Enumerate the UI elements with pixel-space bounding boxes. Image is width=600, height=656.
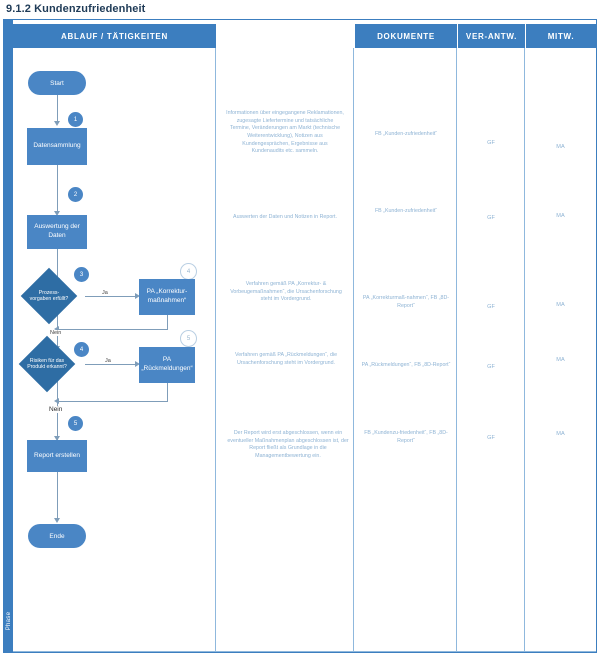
column-header-ablauf: ABLAUF / TÄTIGKEITEN: [13, 24, 216, 48]
connector-report-to-ende: [57, 472, 58, 520]
decision-label: Prozess-vorgaben erfüllt?: [29, 289, 69, 303]
edge-label-decision1-yes: Nein: [49, 330, 63, 336]
phase-strip: Phase: [4, 20, 13, 652]
connector-korrektur-return: [58, 329, 168, 330]
column-body-mitwirkend: [525, 48, 596, 652]
verantwortlich-cell-row-3: GF: [487, 304, 495, 310]
flow-node-start[interactable]: Start: [28, 71, 86, 95]
arrowhead-ende: [54, 518, 60, 523]
column-header-dokumente: DOKUMENTE: [354, 24, 457, 48]
edge-label-decision2-yes: Ja: [104, 358, 112, 364]
connector-rueckmeldung-return: [58, 401, 168, 402]
connector-auswertung-to-decision1: [57, 249, 58, 281]
flow-node-auswertung[interactable]: Auswertung der Daten: [27, 215, 87, 249]
connector-rueckmeldung-down: [167, 383, 168, 401]
connector-start-to-datensammlung: [57, 93, 58, 123]
column-header-mitwirkend: MITW.: [525, 24, 596, 48]
step-badge-5-rueckmeldungen: 5: [180, 330, 197, 347]
description-cell-row-5: Der Report wird erst abgeschlossen, wenn…: [227, 430, 349, 460]
flow-node-decision-risiken[interactable]: Risiken für das Produkt erkannt?: [18, 335, 76, 393]
connector-datensammlung-to-auswertung: [57, 165, 58, 213]
edge-label-decision1-no: Ja: [101, 290, 109, 296]
column-body-beschreibung: [216, 48, 354, 652]
verantwortlich-cell-row-2: GF: [487, 215, 495, 221]
dokumente-cell-row-5: FB „Kundenzu-friedenheit“, FB „8D-Report…: [364, 430, 448, 444]
column-header-beschreibung: [216, 24, 354, 48]
arrowhead-report: [54, 436, 60, 441]
mitwirkend-cell-row-4: MA: [556, 357, 565, 363]
mitwirkend-cell-row-2: MA: [556, 213, 565, 219]
arrowhead-korrektur: [135, 293, 140, 299]
page-title: 9.1.2 Kundenzufriedenheit: [6, 3, 146, 15]
column-body-verantwortlich: [457, 48, 525, 652]
dokumente-cell-row-3: PA „Korrekturmaß-nahmen“, FB „8D-Report“: [362, 295, 450, 309]
step-badge-5-report: 5: [68, 416, 83, 431]
step-badge-2: 2: [68, 187, 83, 202]
mitwirkend-cell-row-5: MA: [556, 431, 565, 437]
step-badge-3: 3: [74, 267, 89, 282]
mitwirkend-cell-row-3: MA: [556, 302, 565, 308]
connector-decision1-to-korrektur: [85, 296, 138, 297]
arrowhead-datensammlung: [54, 121, 60, 126]
step-badge-4-risiken: 4: [74, 342, 89, 357]
flow-node-ende[interactable]: Ende: [28, 524, 86, 548]
flow-node-report-erstellen[interactable]: Report erstellen: [27, 440, 87, 472]
description-cell-row-1: Informationen über eingegangene Reklamat…: [226, 110, 344, 155]
arrowhead-rueckmeldung-return: [54, 398, 59, 404]
description-cell-row-3: Verfahren gemäß PA „Korrektur- & Vorbeug…: [230, 281, 342, 303]
connector-decision2-to-rueckmeldung: [85, 364, 138, 365]
arrowhead-auswertung: [54, 211, 60, 216]
flow-node-rueckmeldungen[interactable]: PA „Rückmeldungen“: [139, 347, 195, 383]
edge-label-decision2-no: Nein: [48, 406, 64, 413]
page-title-bar: 9.1.2 Kundenzufriedenheit: [0, 0, 600, 18]
arrowhead-rueckmeldung: [135, 361, 140, 367]
description-cell-row-2: Auswerten der Daten und Notizen in Repor…: [233, 214, 337, 220]
connector-korrektur-down: [167, 315, 168, 329]
verantwortlich-cell-row-5: GF: [487, 435, 495, 441]
flow-node-decision-prozessvorgaben[interactable]: Prozess-vorgaben erfüllt?: [20, 267, 78, 325]
column-body-dokumente: [354, 48, 457, 652]
flow-node-korrekturmassnahmen[interactable]: PA „Korrektur-maßnahmen“: [139, 279, 195, 315]
description-cell-row-4: Verfahren gemäß PA „Rückmeldungen“, die …: [234, 352, 338, 366]
dokumente-cell-row-1: FB „Kunden-zufriedenheit“: [374, 131, 438, 137]
mitwirkend-cell-row-1: MA: [556, 144, 565, 150]
decision-label: Risiken für das Produkt erkannt?: [27, 357, 67, 371]
dokumente-cell-row-2: FB „Kunden-zufriedenheit“: [374, 208, 438, 214]
column-header-verantwortlich: VER-ANTW.: [457, 24, 525, 48]
verantwortlich-cell-row-1: GF: [487, 140, 495, 146]
verantwortlich-cell-row-4: GF: [487, 364, 495, 370]
step-badge-1: 1: [68, 112, 83, 127]
step-badge-4-korrektur: 4: [180, 263, 197, 280]
arrowhead-korrektur-return: [54, 326, 59, 332]
dokumente-cell-row-4: PA „Rückmeldungen“, FB „8D-Report“: [361, 362, 451, 368]
flow-node-datensammlung[interactable]: Datensammlung: [27, 128, 87, 165]
